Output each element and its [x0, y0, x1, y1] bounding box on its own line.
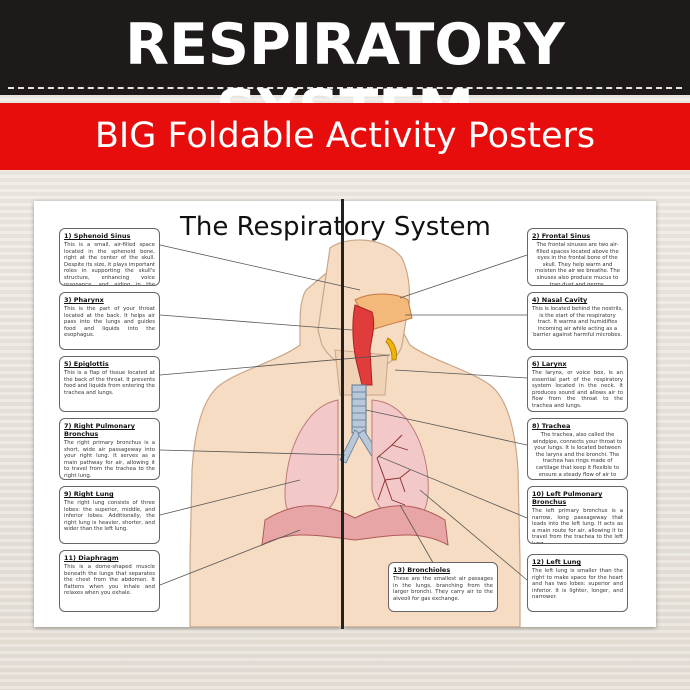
label-text: This is the part of your throat located …: [64, 306, 155, 339]
label-heading: 8) Trachea: [532, 422, 571, 430]
page-subtitle: BIG Foldable Activity Posters: [94, 116, 596, 156]
label-heading: 6) Larynx: [532, 360, 567, 368]
label-frontal-sinus: 2) Frontal Sinus The frontal sinuses are…: [527, 228, 628, 286]
fold-line: [341, 199, 344, 629]
pharynx: [352, 304, 375, 386]
diaphragm-shape: [261, 505, 449, 546]
label-sphenoid-sinus: 1) Sphenoid Sinus This is a small, air-f…: [59, 228, 160, 286]
label-text: This is a dome-shaped muscle beneath the…: [64, 564, 155, 597]
label-text: These are the smallest air passages in t…: [393, 576, 493, 602]
label-text: The right primary bronchus is a short, w…: [64, 440, 155, 479]
label-text: This is a flap of tissue located at the …: [64, 370, 155, 396]
label-larynx: 6) Larynx The larynx, or voice box, is a…: [527, 356, 628, 412]
stitch-line: [8, 87, 682, 89]
label-left-lung: 12) Left Lung The left lung is smaller t…: [527, 554, 628, 612]
label-left-bronchus: 10) Left Pulmonary Bronchus The left pri…: [527, 486, 628, 544]
label-heading: 13) Bronchioles: [393, 566, 451, 574]
label-epiglottis: 5) Epiglottis This is a flap of tissue l…: [59, 356, 160, 412]
subtitle-banner: [0, 103, 690, 170]
label-heading: 10) Left Pulmonary Bronchus: [532, 490, 603, 506]
epiglottis: [385, 337, 397, 361]
label-text: The larynx, or voice box, is an essentia…: [532, 370, 623, 409]
label-bronchioles: 13) Bronchioles These are the smallest a…: [388, 562, 498, 612]
label-heading: 9) Right Lung: [64, 490, 114, 498]
label-text: The frontal sinuses are two air-filled s…: [534, 242, 621, 286]
label-nasal-cavity: 4) Nasal Cavity This is located behind t…: [527, 292, 628, 350]
label-text: This is located behind the nostrils, is …: [532, 306, 623, 339]
label-trachea: 8) Trachea The trachea, also called the …: [527, 418, 628, 480]
label-heading: 5) Epiglottis: [64, 360, 109, 368]
label-heading: 3) Pharynx: [64, 296, 104, 304]
label-text: The trachea, also called the windpipe, c…: [532, 432, 623, 479]
label-heading: 11) Diaphragm: [64, 554, 119, 562]
label-heading: 12) Left Lung: [532, 558, 582, 566]
leader-lines: [159, 244, 528, 586]
poster-title: The Respiratory System: [180, 212, 491, 242]
label-right-lung: 9) Right Lung The right lung consists of…: [59, 486, 160, 544]
label-text: The left lung is smaller than the right …: [532, 568, 623, 601]
label-heading: 2) Frontal Sinus: [532, 232, 591, 240]
label-diaphragm: 11) Diaphragm This is a dome-shaped musc…: [59, 550, 160, 612]
label-heading: 7) Right Pulmonary Bronchus: [64, 422, 135, 438]
label-heading: 4) Nasal Cavity: [532, 296, 588, 304]
bronchiole-tree: [376, 434, 411, 506]
title-banner: [0, 0, 690, 95]
label-text: The right lung consists of three lobes: …: [64, 500, 155, 533]
label-pharynx: 3) Pharynx This is the part of your thro…: [59, 292, 160, 350]
label-text: The left primary bronchus is a narrow, l…: [532, 508, 623, 544]
label-text: This is a small, air-filled space locate…: [64, 242, 155, 286]
label-heading: 1) Sphenoid Sinus: [64, 232, 131, 240]
label-right-bronchus: 7) Right Pulmonary Bronchus The right pr…: [59, 418, 160, 480]
